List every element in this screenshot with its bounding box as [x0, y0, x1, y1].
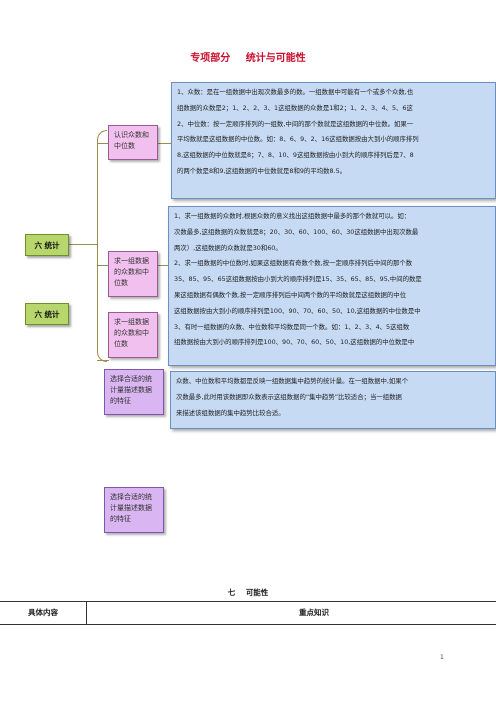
table-header-key-points: 重点知识 — [299, 608, 329, 617]
page-title: 专项部分 统计与可能性 — [0, 49, 496, 64]
branch-label: 认识众数和中位数 — [114, 131, 149, 150]
detail-line: 3、有时一组数据的众数、中位数和平均数是同一个数。如：1、2、3、4、5这组数 — [174, 322, 410, 331]
root-connector — [68, 244, 98, 245]
detail-line: 2、求一组数据的中位数时,如果这组数据有奇数个数,按一定顺序排列后中间的那个数 — [174, 259, 413, 268]
detail-line: 35、85、95、65这组数据按由小到大的顺序排列是15、35、65、85、95… — [174, 275, 422, 284]
detail-line: 1、众数：是在一组数据中出现次数最多的数。一组数据中可能有一个或多个众数,也 — [177, 88, 414, 96]
detail-line: 众数、中位数和平均数都是反映一组数据集中趋势的统计量。在一组数据中,如果个 — [176, 377, 409, 385]
detail-line: 8,这组数据的中位数就是8；7、8、10、9这组数据按由小到大的顺序排列后是7、… — [177, 151, 414, 160]
branch-label: 选择合适的统计量描述数据的特征 — [110, 493, 152, 523]
table-header-row: 具体内容 重点知识 — [0, 601, 496, 625]
root-node-statistics: 六 统计 — [25, 234, 69, 256]
branch-choose-statistic: 选择合适的统计量描述数据的特征 — [104, 369, 164, 415]
detail-box-mode-median: 1、众数：是在一组数据中出现次数最多的数。一组数据中可能有一个或多个众数,也 组… — [171, 82, 496, 199]
connector-box1 — [157, 143, 175, 144]
branch-label: 选择合适的统计量描述数据的特征 — [110, 375, 152, 405]
detail-line: 的两个数是8和9,这组数据的中位数就是8和9的平均数8.5。 — [177, 166, 347, 175]
detail-box-find-mode-median: 1、求一组数据的众数时,根据众数的意义找出这组数据中最多的那个数就可以。如： 次… — [168, 206, 496, 366]
branch-mode-median: 认识众数和中位数 — [108, 125, 158, 160]
connector-find — [97, 265, 109, 266]
detail-line: 两次）,这组数据的众数就是30和60。 — [174, 243, 282, 252]
connector-mode — [97, 143, 109, 144]
title-topic: 统计与可能性 — [245, 53, 306, 64]
section-heading: 七 可能性 — [0, 587, 496, 598]
detail-line: 次数最多,此时用该数据即众数表示这组数据的“集中趋势”比较适合；当一组数据 — [176, 392, 402, 401]
detail-line: 来描述该组数据的集中趋势比较合适。 — [176, 408, 285, 417]
detail-line: 2、中位数：按一定顺序排列的一组数,中间的那个数就是这组数据的中位数。如果一 — [177, 119, 414, 128]
detail-line: 果这组数据有偶数个数,按一定顺序排列后中间两个数的平均数就是这组数据的中位 — [174, 290, 407, 299]
connector-choose — [97, 360, 109, 361]
root-node-label: 六 统计 — [34, 240, 60, 250]
detail-box-choose-statistic: 众数、中位数和平均数都是反映一组数据集中趋势的统计量。在一组数据中,如果个 次数… — [170, 371, 496, 429]
connector-box2 — [157, 265, 175, 266]
detail-line: 次数最多,这组数据的众数就是8；20、30、60、100、60、30这组数据中出… — [174, 227, 419, 236]
detail-line: 平均数就是这组数据的中位数。如：8、6、9、2、16这组数据按由大到小的顺序排列 — [177, 135, 419, 144]
title-part: 专项部分 — [190, 53, 231, 64]
detail-line: 1、求一组数据的众数时,根据众数的意义找出这组数据中最多的那个数就可以。如： — [174, 212, 411, 220]
branch-choose-statistic-duplicate: 选择合适的统计量描述数据的特征 — [104, 487, 164, 533]
main-brace — [97, 130, 107, 362]
table-divider — [86, 602, 87, 624]
branch-label: 求一组数据的众数和中位数 — [114, 318, 149, 348]
table-header-content: 具体内容 — [28, 608, 58, 617]
root-node-statistics-duplicate: 六 统计 — [25, 303, 69, 325]
branch-find-mode-median: 求一组数据的众数和中位数 — [108, 251, 158, 297]
detail-line: 这组数据按由大到小的顺序排列是100、90、70、60、50、10,这组数据的中… — [174, 306, 421, 315]
detail-line: 组数据的众数是2；1、2、2、3、1这组数据的众数是1和2；1、2、3、4、5、… — [177, 103, 413, 112]
branch-label: 求一组数据的众数和中位数 — [114, 257, 149, 287]
detail-line: 组数据按由大到小的顺序排列是100、90、70、60、50、10,这组数据的中位… — [174, 338, 415, 347]
branch-find-mode-median-duplicate: 求一组数据的众数和中位数 — [108, 312, 158, 358]
section-title: 可能性 — [245, 588, 269, 597]
section-number: 七 — [227, 588, 236, 597]
root-node-label: 六 统计 — [34, 309, 60, 319]
page-number: 1 — [440, 654, 444, 661]
